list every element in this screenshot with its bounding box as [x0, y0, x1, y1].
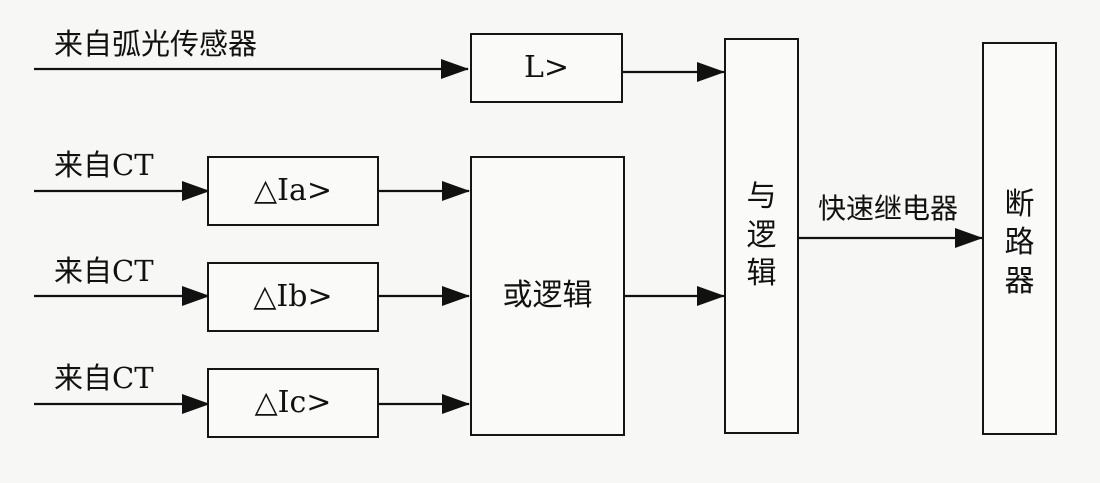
breaker-char-3: 器	[1004, 263, 1035, 299]
current-c-block: △Ic>	[207, 368, 379, 438]
and-logic-label: 与 逻 辑	[747, 178, 777, 293]
ct-b-input-label: 来自CT	[54, 254, 154, 288]
and-logic-char-3: 辑	[746, 256, 777, 292]
and-logic-char-2: 逻	[746, 217, 777, 253]
breaker-char-1: 断	[1004, 187, 1035, 222]
or-logic-label: 或逻辑	[502, 278, 593, 313]
and-logic-char-1: 与	[746, 179, 777, 215]
light-detector-label: L>	[523, 50, 570, 85]
current-b-block: △Ib>	[207, 262, 379, 332]
current-c-label: △Ic>	[254, 385, 332, 420]
ct-a-input-label: 来自CT	[54, 148, 154, 182]
current-a-block: △Ia>	[207, 156, 379, 226]
arc-sensor-input-label: 来自弧光传感器	[54, 27, 258, 61]
fast-relay-label: 快速继电器	[818, 192, 959, 225]
breaker-block: 断 路 器	[982, 42, 1057, 435]
current-b-label: △Ib>	[253, 279, 333, 314]
breaker-char-2: 路	[1004, 225, 1035, 261]
and-logic-block: 与 逻 辑	[724, 38, 799, 434]
current-a-label: △Ia>	[254, 173, 332, 208]
light-detector-block: L>	[470, 33, 623, 103]
or-logic-block: 或逻辑	[470, 156, 625, 436]
breaker-label: 断 路 器	[1005, 186, 1035, 301]
ct-c-input-label: 来自CT	[54, 361, 154, 395]
